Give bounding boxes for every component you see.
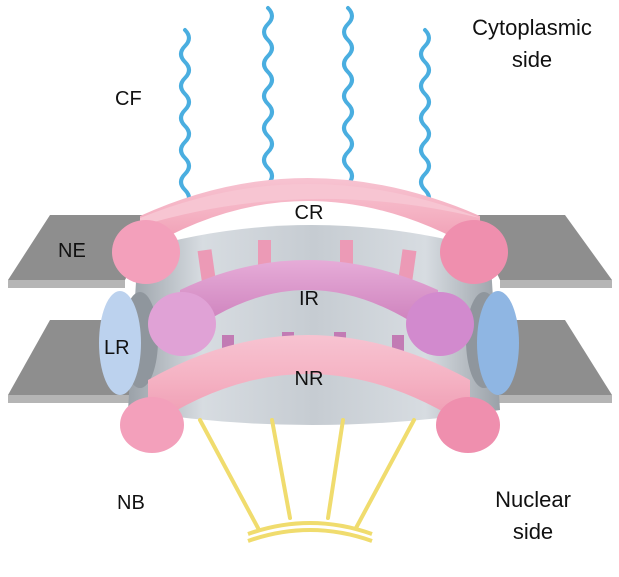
inner-ring bbox=[148, 260, 474, 356]
basket-ring bbox=[247, 521, 373, 543]
lr-right bbox=[477, 291, 519, 395]
ir-body bbox=[180, 260, 438, 340]
nr-body bbox=[148, 335, 470, 428]
lr-left bbox=[99, 291, 141, 395]
label-nb: NB bbox=[117, 492, 145, 514]
label-cf: CF bbox=[115, 88, 142, 110]
label-cytoplasmic-side-line1: Cytoplasmic bbox=[472, 15, 592, 40]
cr-end-left bbox=[112, 220, 180, 284]
nuclear-ring bbox=[120, 335, 500, 453]
wavy-filament-icon bbox=[342, 6, 354, 190]
envelope-upper-right-edge bbox=[500, 280, 612, 288]
nr-end-left bbox=[120, 397, 184, 453]
envelope-lower-right-edge bbox=[495, 395, 612, 403]
cr-end-right bbox=[440, 220, 508, 284]
label-cytoplasmic-side-line2: side bbox=[512, 47, 552, 72]
label-lr: LR bbox=[104, 337, 130, 359]
label-cr: CR bbox=[295, 202, 324, 224]
envelope-upper-left-edge bbox=[8, 280, 125, 288]
wavy-filament-icon bbox=[179, 28, 191, 216]
nuclear-basket bbox=[198, 418, 416, 543]
ir-end-right bbox=[406, 292, 474, 356]
label-nuclear-side-line2: side bbox=[513, 519, 553, 544]
luminal-ring bbox=[99, 291, 519, 395]
cytoplasmic-filaments bbox=[179, 6, 431, 216]
cr-body-top bbox=[140, 184, 480, 226]
label-nuclear-side-line1: Nuclear bbox=[495, 487, 571, 512]
label-ir: IR bbox=[299, 288, 319, 310]
nr-end-right bbox=[436, 397, 500, 453]
wavy-filament-icon bbox=[419, 28, 431, 216]
envelope-lower-right bbox=[490, 320, 612, 395]
label-ne: NE bbox=[58, 240, 86, 262]
wavy-filament-icon bbox=[262, 6, 274, 190]
cytoplasmic-ring bbox=[112, 178, 508, 284]
ir-end-left bbox=[148, 292, 216, 356]
envelope-lower-left-edge bbox=[8, 395, 130, 403]
label-nr: NR bbox=[295, 368, 324, 390]
basket-strut-icon bbox=[198, 418, 416, 530]
